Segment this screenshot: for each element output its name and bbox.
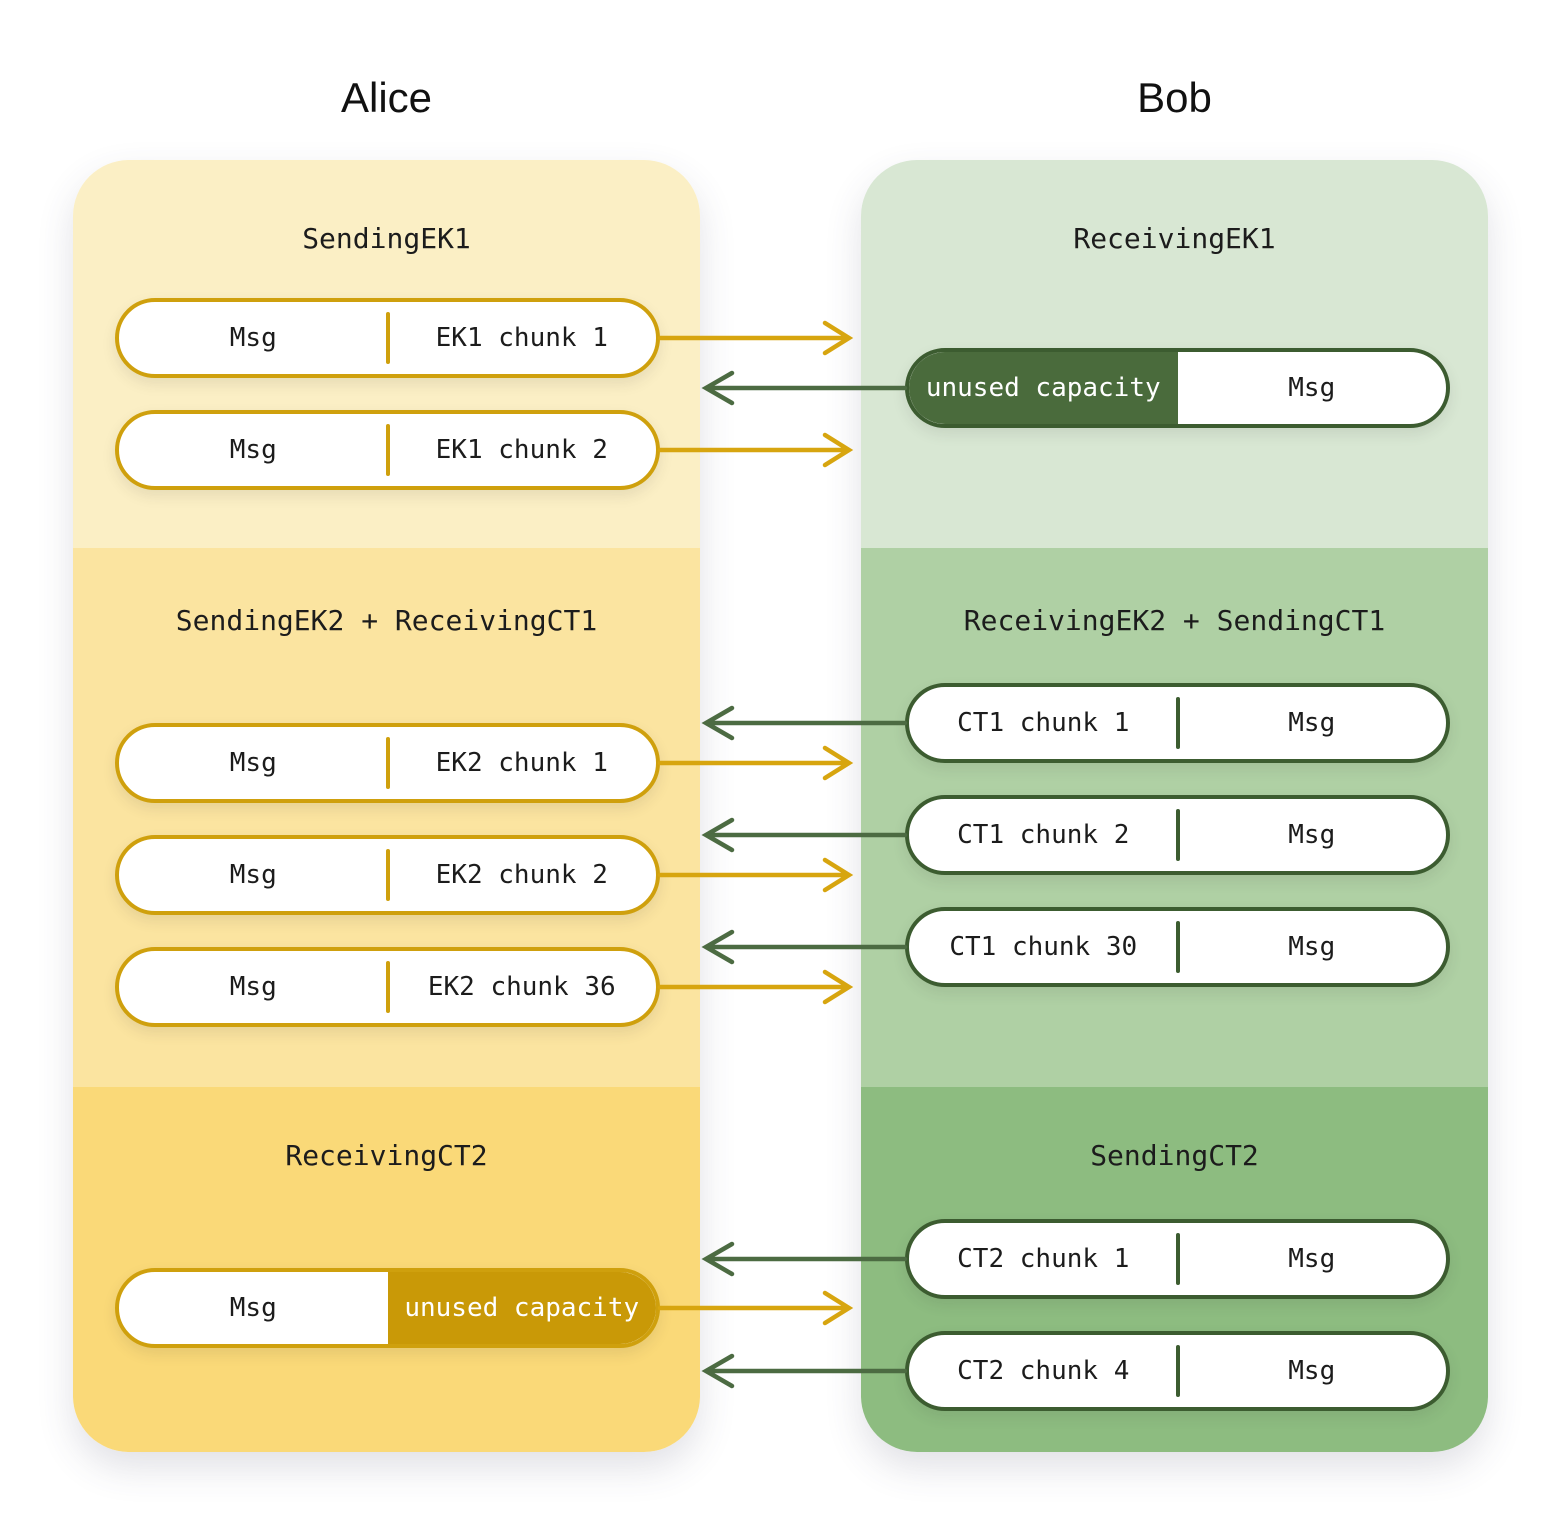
pill-body: CT2 chunk 1 Msg bbox=[909, 1223, 1446, 1295]
section-title: ReceivingEK2 + SendingCT1 bbox=[963, 604, 1386, 637]
pill-segment-ek2-chunk-2: EK2 chunk 2 bbox=[435, 860, 608, 890]
arrow-right-icon bbox=[657, 857, 854, 893]
section-title: ReceivingEK1 bbox=[1073, 222, 1276, 255]
pill-segment-unused-capacity: unused capacity bbox=[387, 1272, 656, 1344]
pill-body: Msg EK2 chunk 1 bbox=[119, 727, 656, 799]
pill-segment-msg: Msg bbox=[1288, 1244, 1336, 1274]
pill-divider bbox=[385, 961, 390, 1013]
arrow-right-icon bbox=[657, 745, 854, 781]
pill-msg--ek1-chunk-1: Msg EK1 chunk 1 bbox=[115, 298, 660, 378]
pill-body: unused capacity Msg bbox=[909, 352, 1446, 424]
section-title: ReceivingCT2 bbox=[285, 1139, 488, 1172]
pill-msg--ek1-chunk-2: Msg EK1 chunk 2 bbox=[115, 410, 660, 490]
pill-body: CT1 chunk 30 Msg bbox=[909, 911, 1446, 983]
pill-divider bbox=[385, 424, 390, 476]
pill-body: CT1 chunk 1 Msg bbox=[909, 687, 1446, 759]
pill-divider bbox=[1175, 697, 1180, 749]
actor-title-alice: Alice bbox=[340, 74, 433, 121]
pill-segment-msg: Msg bbox=[1288, 820, 1336, 850]
pill-body: Msg EK1 chunk 2 bbox=[119, 414, 656, 486]
pill-segment-msg: Msg bbox=[229, 972, 277, 1002]
pill-ct1-chunk-2--msg: CT1 chunk 2 Msg bbox=[905, 795, 1450, 875]
pill-body: Msg EK2 chunk 36 bbox=[119, 951, 656, 1023]
pill-ct1-chunk-30--msg: CT1 chunk 30 Msg bbox=[905, 907, 1450, 987]
arrow-right-icon bbox=[657, 432, 854, 468]
section-title: SendingEK1 bbox=[302, 222, 471, 255]
arrow-left-icon bbox=[701, 370, 908, 406]
actor-title-bob: Bob bbox=[1137, 74, 1212, 121]
pill-segment-ek1-chunk-1: EK1 chunk 1 bbox=[435, 323, 608, 353]
arrow-left-icon bbox=[701, 1353, 908, 1389]
pill-msg--unused-capacity: Msg unused capacity bbox=[115, 1268, 660, 1348]
pill-divider bbox=[385, 737, 390, 789]
arrow-left-icon bbox=[701, 1241, 908, 1277]
pill-ct1-chunk-1--msg: CT1 chunk 1 Msg bbox=[905, 683, 1450, 763]
pill-segment-ct1-chunk-2: CT1 chunk 2 bbox=[957, 820, 1130, 850]
pill-segment-msg: Msg bbox=[1288, 932, 1336, 962]
pill-divider bbox=[385, 849, 390, 901]
pill-segment-msg: Msg bbox=[229, 323, 277, 353]
pill-segment-ek2-chunk-36: EK2 chunk 36 bbox=[427, 972, 616, 1002]
pill-divider bbox=[1175, 809, 1180, 861]
pill-divider bbox=[1175, 1233, 1180, 1285]
pill-segment-msg: Msg bbox=[1288, 373, 1336, 403]
pill-body: Msg unused capacity bbox=[119, 1272, 656, 1344]
pill-segment-ct1-chunk-30: CT1 chunk 30 bbox=[949, 932, 1138, 962]
pill-divider bbox=[1175, 921, 1180, 973]
pill-unused-capacity--msg: unused capacity Msg bbox=[905, 348, 1450, 428]
arrow-left-icon bbox=[701, 929, 908, 965]
section-title: SendingEK2 + ReceivingCT1 bbox=[175, 604, 598, 637]
arrow-left-icon bbox=[701, 817, 908, 853]
pill-segment-ct2-chunk-1: CT2 chunk 1 bbox=[957, 1244, 1130, 1274]
pill-segment-msg: Msg bbox=[229, 748, 277, 778]
pill-segment-msg: Msg bbox=[229, 860, 277, 890]
pill-msg--ek2-chunk-36: Msg EK2 chunk 36 bbox=[115, 947, 660, 1027]
arrow-right-icon bbox=[657, 320, 854, 356]
pill-body: Msg EK1 chunk 1 bbox=[119, 302, 656, 374]
pill-ct2-chunk-4--msg: CT2 chunk 4 Msg bbox=[905, 1331, 1450, 1411]
pill-divider bbox=[1175, 1345, 1180, 1397]
pill-segment-ek1-chunk-2: EK1 chunk 2 bbox=[435, 435, 608, 465]
pill-body: CT2 chunk 4 Msg bbox=[909, 1335, 1446, 1407]
pill-ct2-chunk-1--msg: CT2 chunk 1 Msg bbox=[905, 1219, 1450, 1299]
pill-segment-msg: Msg bbox=[1288, 708, 1336, 738]
pill-segment-msg: Msg bbox=[229, 1293, 277, 1323]
arrow-right-icon bbox=[657, 1290, 854, 1326]
pill-divider bbox=[385, 312, 390, 364]
pill-msg--ek2-chunk-2: Msg EK2 chunk 2 bbox=[115, 835, 660, 915]
pill-segment-unused-capacity: unused capacity bbox=[909, 352, 1178, 424]
pill-segment-ek2-chunk-1: EK2 chunk 1 bbox=[435, 748, 608, 778]
pill-body: CT1 chunk 2 Msg bbox=[909, 799, 1446, 871]
pill-msg--ek2-chunk-1: Msg EK2 chunk 1 bbox=[115, 723, 660, 803]
pill-segment-msg: Msg bbox=[229, 435, 277, 465]
pill-segment-msg: Msg bbox=[1288, 1356, 1336, 1386]
section-title: SendingCT2 bbox=[1090, 1139, 1259, 1172]
pill-segment-ct2-chunk-4: CT2 chunk 4 bbox=[957, 1356, 1130, 1386]
arrow-right-icon bbox=[657, 969, 854, 1005]
arrow-left-icon bbox=[701, 705, 908, 741]
pill-segment-ct1-chunk-1: CT1 chunk 1 bbox=[957, 708, 1130, 738]
pill-body: Msg EK2 chunk 2 bbox=[119, 839, 656, 911]
